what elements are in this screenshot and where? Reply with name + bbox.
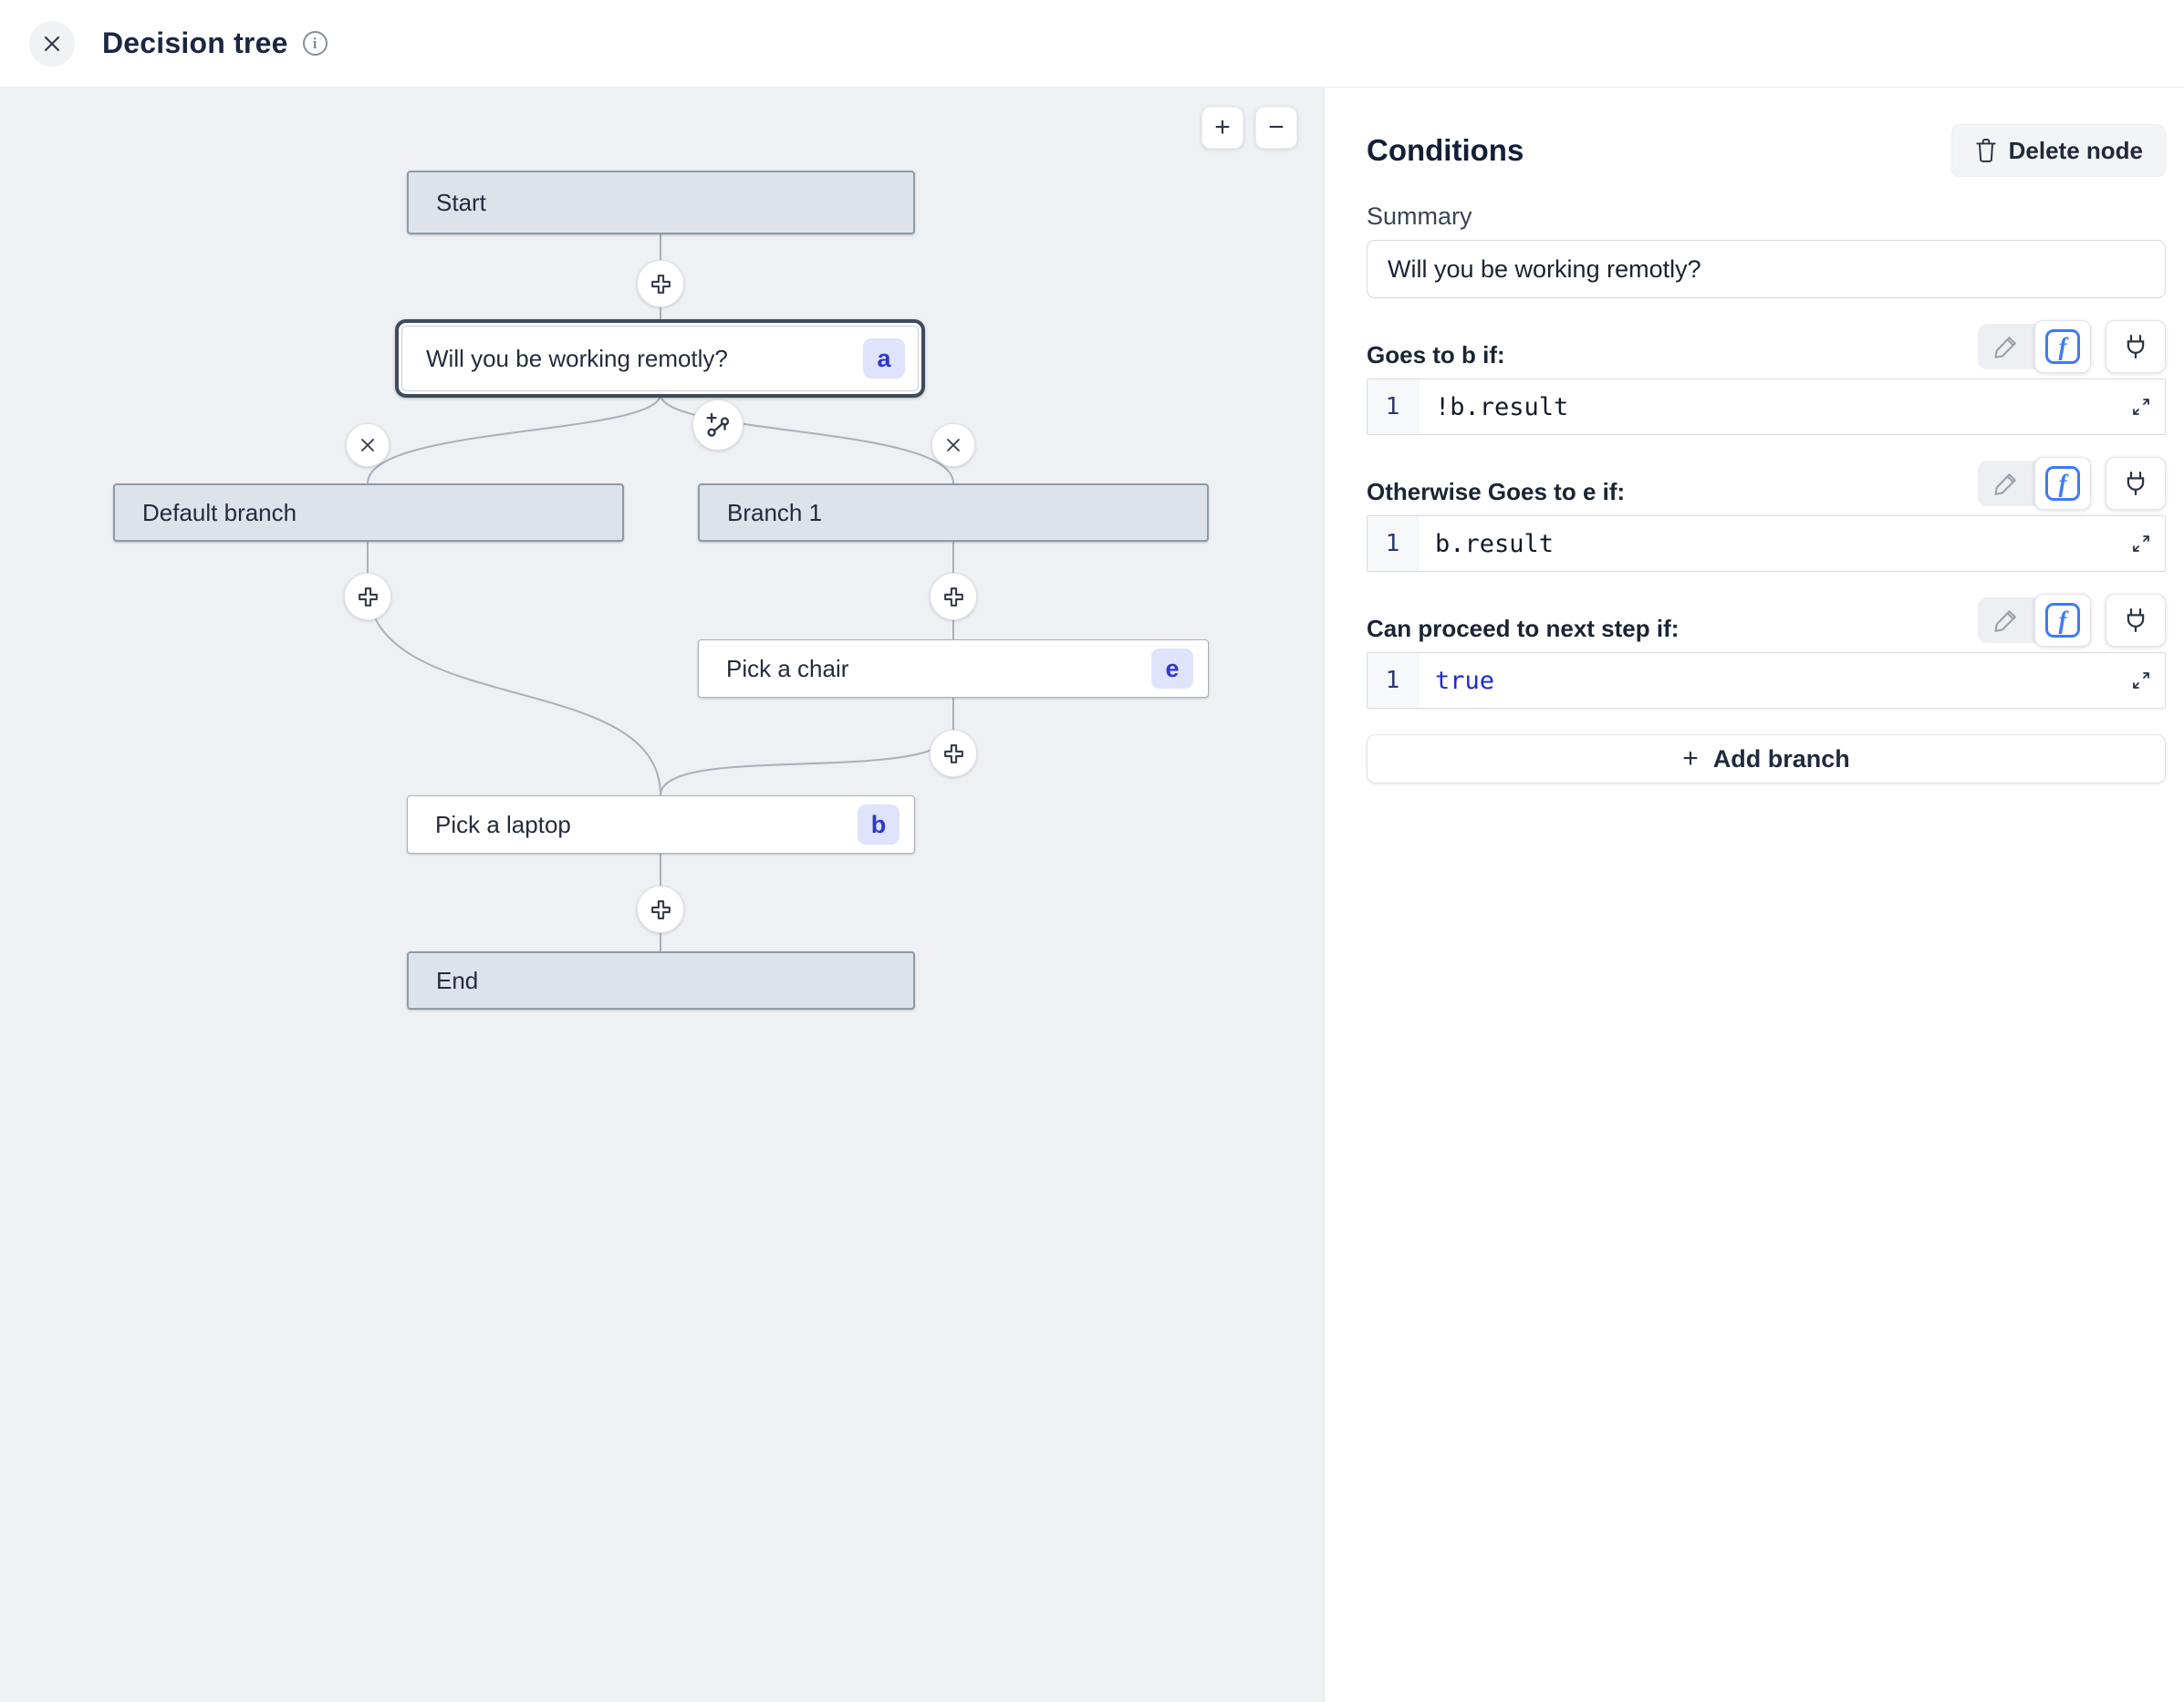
plus-circle-icon: [650, 274, 671, 294]
fx-mode-button[interactable]: f: [2034, 594, 2091, 647]
close-button[interactable]: [29, 20, 75, 67]
zoom-in-label: +: [1214, 112, 1231, 142]
conditions-panel: Conditions Delete node Summary Goes to b…: [1325, 88, 2184, 1702]
add-branch-node-button[interactable]: [692, 400, 744, 451]
pencil-icon: [1994, 337, 2016, 358]
line-number: 1: [1368, 653, 1419, 708]
plus-circle-icon: [943, 586, 963, 607]
delete-node-button[interactable]: Delete node: [1950, 124, 2166, 177]
node-id-badge: a: [863, 338, 905, 379]
info-icon[interactable]: i: [302, 31, 328, 56]
zoom-in-button[interactable]: +: [1201, 107, 1243, 149]
plugin-button[interactable]: [2106, 457, 2166, 510]
node-label: Default branch: [142, 498, 297, 526]
node-id-badge: e: [1151, 649, 1193, 689]
editor-mode-toggle: f: [1978, 594, 2091, 647]
plus-circle-icon: [943, 743, 963, 763]
code-editor-can-proceed[interactable]: 1 true: [1367, 652, 2166, 709]
text-mode-button[interactable]: [1978, 461, 2034, 506]
node-pick-chair[interactable]: Pick a chair e: [698, 639, 1209, 698]
condition-label: Otherwise Goes to e if:: [1367, 478, 1626, 505]
condition-label: Can proceed to next step if:: [1367, 615, 1680, 642]
code-text[interactable]: true: [1435, 666, 1495, 695]
plus-circle-icon: [650, 899, 671, 919]
node-question-selected[interactable]: Will you be working remotly? a: [395, 319, 925, 398]
node-label: Pick a laptop: [435, 810, 571, 838]
add-branch-button[interactable]: + Add branch: [1367, 734, 2166, 784]
fx-icon: f: [2045, 603, 2080, 638]
node-default-branch[interactable]: Default branch: [113, 483, 624, 542]
plug-icon: [2127, 335, 2145, 358]
editor-mode-toggle: f: [1978, 457, 2091, 510]
node-label: Branch 1: [727, 498, 823, 526]
text-mode-button[interactable]: [1978, 324, 2034, 369]
plug-icon: [2127, 608, 2145, 632]
node-label: Start: [436, 188, 486, 216]
x-circle-icon: [361, 439, 374, 451]
plugin-button[interactable]: [2106, 320, 2166, 373]
node-id-badge: b: [858, 804, 900, 845]
close-icon: [44, 36, 60, 51]
expand-editor-button[interactable]: [2120, 520, 2162, 567]
panel-title: Conditions: [1367, 133, 1524, 167]
condition-label: Goes to b if:: [1367, 341, 1505, 368]
remove-branch-button[interactable]: [931, 423, 975, 467]
node-label: Pick a chair: [726, 654, 849, 682]
page-title: Decision tree: [102, 26, 288, 59]
fx-icon: f: [2045, 329, 2080, 364]
node-end[interactable]: End: [407, 951, 915, 1010]
code-text[interactable]: b.result: [1435, 529, 1555, 558]
code-editor-goes-to-e[interactable]: 1 b.result: [1367, 515, 2166, 572]
line-number: 1: [1368, 516, 1419, 571]
add-step-button[interactable]: [637, 886, 684, 933]
add-step-button[interactable]: [637, 260, 684, 307]
x-circle-icon: [947, 439, 960, 451]
node-branch-1[interactable]: Branch 1: [698, 483, 1209, 542]
summary-label: Summary: [1367, 202, 1472, 230]
branch-add-icon: [706, 412, 730, 437]
expand-icon: [2133, 399, 2149, 415]
summary-input[interactable]: [1367, 240, 2166, 298]
code-editor-goes-to-b[interactable]: 1 !b.result: [1367, 379, 2166, 435]
app-header: Decision tree i: [0, 0, 2184, 88]
expand-editor-button[interactable]: [2120, 383, 2162, 431]
fx-icon: f: [2045, 466, 2080, 501]
expand-icon: [2133, 672, 2149, 689]
plus-circle-icon: [358, 586, 378, 607]
node-start[interactable]: Start: [407, 171, 915, 234]
expand-icon: [2133, 535, 2149, 552]
add-step-button[interactable]: [930, 573, 977, 620]
zoom-out-button[interactable]: −: [1255, 107, 1297, 149]
pencil-icon: [1994, 610, 2016, 632]
line-number: 1: [1368, 379, 1419, 434]
flow-canvas[interactable]: + − Start Will you be working remotly? a…: [0, 88, 1325, 1702]
plug-icon: [2127, 472, 2145, 495]
text-mode-button[interactable]: [1978, 597, 2034, 643]
expand-editor-button[interactable]: [2120, 657, 2162, 704]
node-pick-laptop[interactable]: Pick a laptop b: [407, 795, 915, 854]
fx-mode-button[interactable]: f: [2034, 320, 2091, 373]
node-label: Will you be working remotly?: [426, 344, 728, 372]
zoom-out-label: −: [1268, 112, 1284, 142]
delete-node-label: Delete node: [2008, 136, 2143, 164]
plus-icon: +: [1682, 743, 1699, 773]
node-label: End: [436, 966, 479, 994]
pencil-icon: [1994, 473, 2016, 495]
editor-mode-toggle: f: [1978, 320, 2091, 373]
remove-branch-button[interactable]: [346, 423, 390, 467]
fx-mode-button[interactable]: f: [2034, 457, 2091, 510]
code-text[interactable]: !b.result: [1435, 392, 1569, 421]
plugin-button[interactable]: [2106, 594, 2166, 647]
add-branch-label: Add branch: [1712, 744, 1850, 773]
add-step-button[interactable]: [344, 573, 391, 620]
add-step-button[interactable]: [930, 730, 977, 777]
trash-icon: [1975, 139, 1996, 162]
